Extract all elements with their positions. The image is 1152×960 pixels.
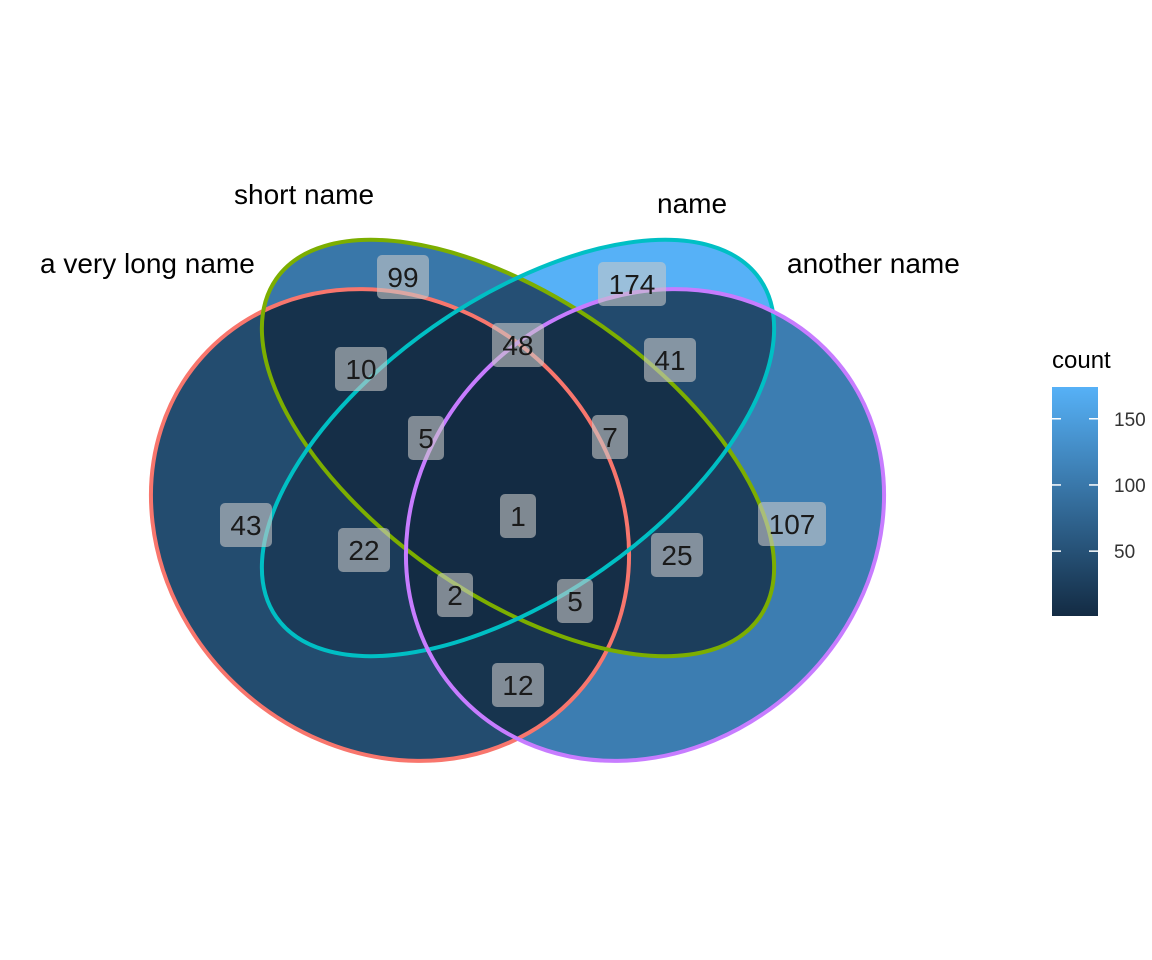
set-name-labels: a very long name short name name another… (40, 179, 960, 279)
region-label-cd: 41 (644, 338, 696, 382)
region-label-box (338, 528, 390, 572)
region-count-text: 10 (345, 354, 376, 385)
region-label-c: 174 (598, 262, 666, 306)
set-label-b: short name (234, 179, 374, 210)
region-label-box (758, 502, 826, 546)
region-count-text: 41 (654, 345, 685, 376)
set-label-c: name (657, 188, 727, 219)
region-label-abd: 5 (557, 579, 593, 623)
legend-tick-label: 150 (1114, 410, 1146, 431)
region-count-text: 7 (602, 422, 618, 453)
region-label-bcd: 7 (592, 415, 628, 459)
region-label-d: 107 (758, 502, 826, 546)
region-label-box (651, 533, 703, 577)
legend-title: count (1052, 347, 1111, 374)
region-label-a: 43 (220, 503, 272, 547)
region-count-text: 5 (418, 423, 434, 454)
region-label-box (592, 415, 628, 459)
region-label-ac: 22 (338, 528, 390, 572)
region-count-text: 48 (502, 330, 533, 361)
region-label-bc: 48 (492, 323, 544, 367)
region-label-box (335, 347, 387, 391)
region-count-text: 107 (769, 509, 816, 540)
region-label-b: 99 (377, 255, 429, 299)
region-label-abcd: 1 (500, 494, 536, 538)
set-outline-c (259, 237, 777, 659)
region-label-box (500, 494, 536, 538)
region-count-text: 25 (661, 540, 692, 571)
legend-tick-label: 100 (1114, 476, 1146, 497)
set-outline-b (259, 237, 777, 659)
region-label-box (437, 573, 473, 617)
region-label-abc: 5 (408, 416, 444, 460)
region-label-ab: 10 (335, 347, 387, 391)
region-count-text: 1 (510, 501, 526, 532)
region-label-bd: 25 (651, 533, 703, 577)
region-count-text: 43 (230, 510, 261, 541)
region-count-text: 99 (387, 262, 418, 293)
region-label-box (557, 579, 593, 623)
region-label-acd: 2 (437, 573, 473, 617)
region-label-box (492, 663, 544, 707)
region-count-text: 22 (348, 535, 379, 566)
region-count-text: 5 (567, 586, 583, 617)
region-label-box (377, 255, 429, 299)
region-count-text: 2 (447, 580, 463, 611)
legend-tick-label: 50 (1114, 542, 1135, 563)
count-legend: count 50 100 150 (1052, 347, 1146, 616)
region-label-box (220, 503, 272, 547)
legend-colorbar (1052, 387, 1098, 616)
set-label-d: another name (787, 248, 960, 279)
region-label-box (492, 323, 544, 367)
region-label-ad: 12 (492, 663, 544, 707)
set-label-a: a very long name (40, 248, 255, 279)
region-label-box (408, 416, 444, 460)
region-count-text: 174 (609, 269, 656, 300)
region-label-box (598, 262, 666, 306)
region-count-text: 12 (502, 670, 533, 701)
legend-ticks: 50 100 150 (1052, 410, 1146, 563)
region-label-box (644, 338, 696, 382)
